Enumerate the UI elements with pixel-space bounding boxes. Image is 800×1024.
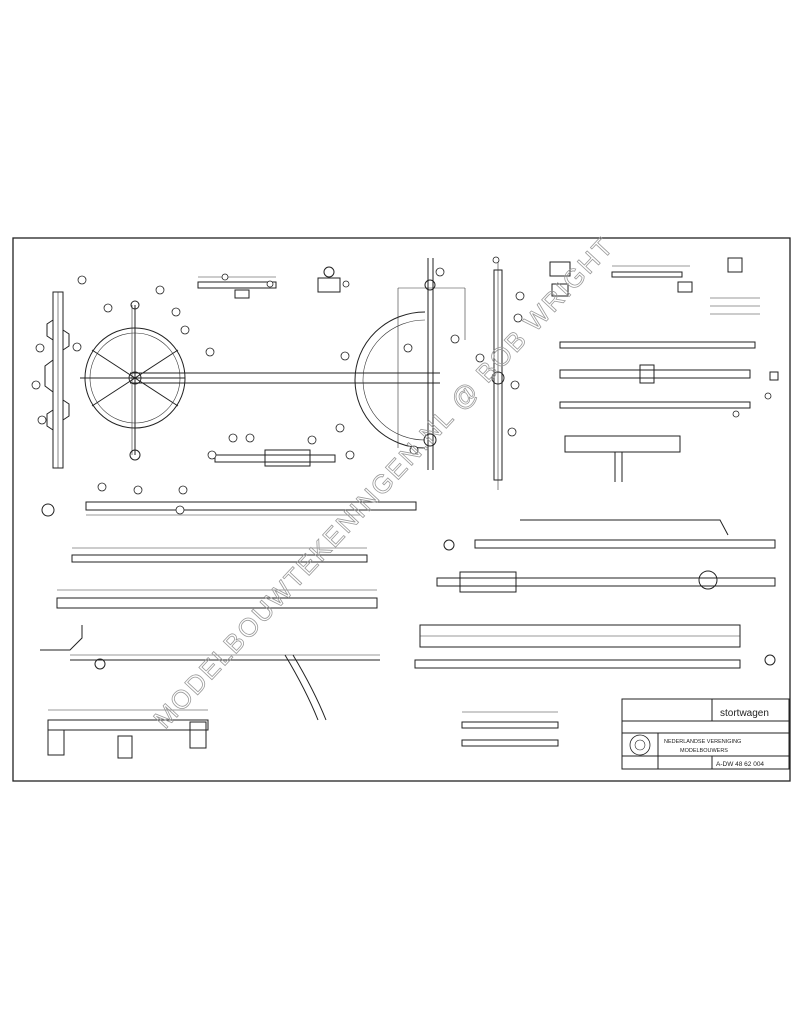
drawing-title: stortwagen [720, 708, 769, 719]
rear-wheel-view [354, 258, 466, 470]
right-beam-details [559, 341, 779, 482]
title-block: stortwagen NEDERLANDSE VERENIGING MODELB… [621, 698, 790, 770]
top-detail-parts [197, 266, 350, 299]
wheel-side-view [31, 291, 82, 469]
bottom-left-frame [47, 709, 209, 759]
top-right-parts [549, 257, 760, 315]
association-name-line2: MODELBOUWERS [680, 748, 728, 754]
drawbar-detail [207, 423, 355, 467]
right-long-beams [414, 519, 776, 669]
association-name-line1: NEDERLANDSE VERENIGING [664, 739, 741, 745]
bottom-center-detail [461, 711, 559, 747]
vertical-brace-view [475, 256, 525, 490]
wheel-front-view [77, 275, 215, 461]
association-emblem [629, 734, 651, 756]
main-axle-shaft [130, 351, 440, 384]
bent-member [40, 625, 380, 721]
frame-rails [41, 482, 417, 609]
drawing-number: A-DW 48 62 004 [716, 761, 764, 768]
